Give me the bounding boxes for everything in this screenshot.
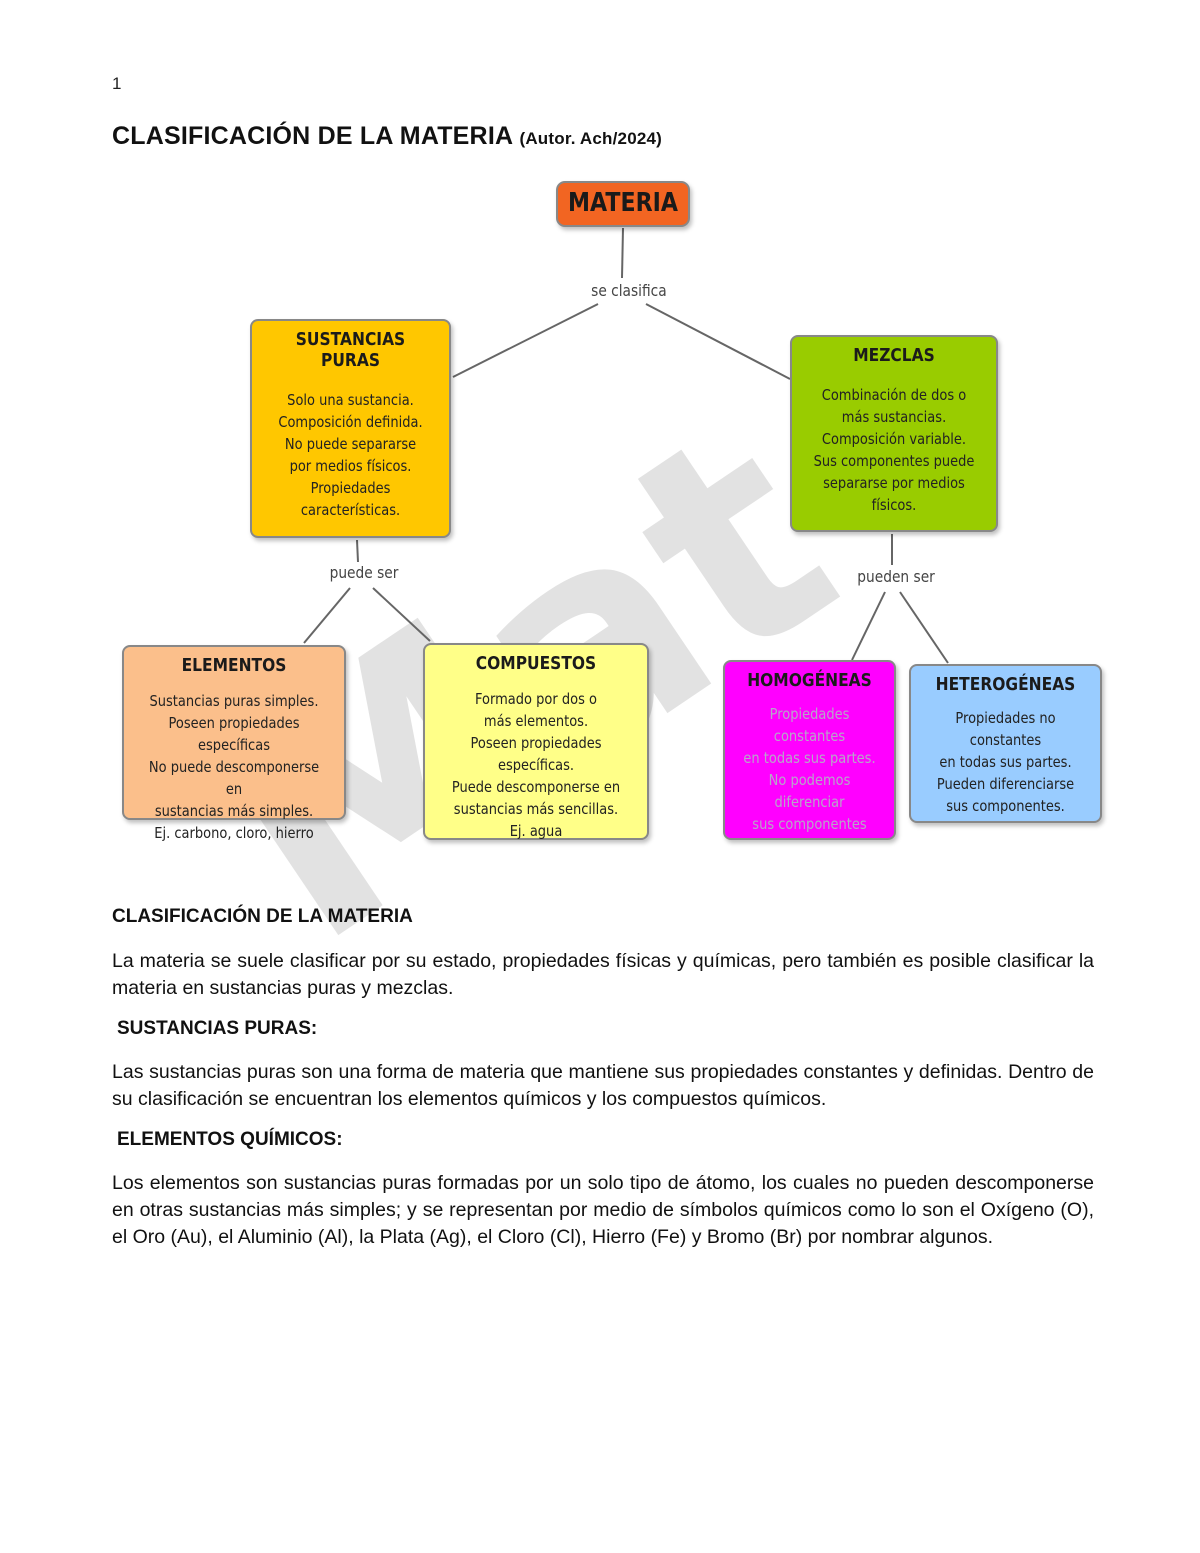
node-heterogeneas: HETEROGÉNEAS Propiedades no constantes e… <box>909 664 1102 823</box>
node-line: separarse por medios físicos. <box>823 474 965 514</box>
paragraph-sustancias-puras: Las sustancias puras son una forma de ma… <box>112 1061 1094 1110</box>
node-body: Sustancias puras simples. Poseen propied… <box>142 690 327 844</box>
connector-puras-label <box>356 539 359 563</box>
node-line: Pueden diferenciarse <box>936 775 1075 793</box>
connector-label-puras <box>452 303 599 378</box>
node-line: Sus componentes puede <box>813 452 975 470</box>
node-body: Solo una sustancia. Composición definida… <box>268 389 433 521</box>
node-line: Propiedades constantes <box>769 705 850 745</box>
node-title: COMPUESTOS <box>475 653 597 674</box>
connector-label-compuestos <box>372 587 431 642</box>
node-line: Propiedades no constantes <box>955 709 1056 749</box>
title-text: CLASIFICACIÓN DE LA MATERIA <box>112 122 513 150</box>
node-line: Composición variable. <box>821 430 967 448</box>
node-body: Propiedades constantes en todas sus part… <box>739 703 881 835</box>
node-sustancias-puras: SUSTANCIAS PURAS Solo una sustancia. Com… <box>250 319 451 538</box>
node-line: sustancias más sencillas. <box>453 800 619 818</box>
node-line: Solo una sustancia. <box>287 391 414 409</box>
node-line: Ej. carbono, cloro, hierro <box>154 824 314 842</box>
section-title-clasificacion: CLASIFICACIÓN DE LA MATERIA <box>112 906 413 927</box>
node-body: Formado por dos o más elementos. Poseen … <box>443 688 629 842</box>
document-title: CLASIFICACIÓN DE LA MATERIA (Autor. Ach/… <box>112 122 662 151</box>
node-line: sus componentes <box>752 815 867 833</box>
connector-label-mezclas <box>645 303 791 380</box>
connector-label-elementos <box>303 587 351 644</box>
section-title-elementos-quimicos: ELEMENTOS QUÍMICOS: <box>117 1129 343 1150</box>
node-body: Combinación de dos o más sustancias. Com… <box>808 384 979 516</box>
connector-label-heterogeneas <box>899 591 949 664</box>
title-author: (Autor. Ach/2024) <box>519 129 663 148</box>
node-title: ELEMENTOS <box>181 655 287 676</box>
node-line: Poseen propiedades específicas <box>168 714 300 754</box>
node-line: No podemos diferenciar <box>768 771 851 811</box>
node-line: No puede descomponerse en <box>148 758 320 798</box>
node-homogeneas: HOMOGÉNEAS Propiedades constantes en tod… <box>723 660 896 840</box>
node-line: Propiedades características. <box>300 479 401 519</box>
node-line: por medios físicos. <box>289 457 412 475</box>
node-line: Sustancias puras simples. <box>149 692 319 710</box>
node-elementos: ELEMENTOS Sustancias puras simples. Pose… <box>122 645 346 842</box>
section-title-sustancias-puras: SUSTANCIAS PURAS: <box>117 1018 318 1039</box>
node-line: Combinación de dos o <box>821 386 967 404</box>
link-label-puede-ser: puede ser <box>329 563 399 582</box>
node-materia-title: MATERIA <box>568 188 678 218</box>
page-number: 1 <box>112 74 122 93</box>
node-line: Puede descomponerse en <box>451 778 621 796</box>
node-line: sustancias más simples. <box>154 802 314 820</box>
node-materia: MATERIA <box>556 181 690 227</box>
node-body: Propiedades no constantes en todas sus p… <box>926 707 1085 817</box>
node-line: Composición definida. <box>278 413 423 431</box>
connector-label-homogeneas <box>851 591 886 661</box>
node-line: en todas sus partes. <box>939 753 1072 771</box>
node-title: MEZCLAS <box>853 345 935 366</box>
node-line: Ej. agua <box>509 822 563 840</box>
node-line: No puede separarse <box>284 435 417 453</box>
connector-materia-label <box>621 227 624 279</box>
node-title: SUSTANCIAS PURAS <box>295 329 406 371</box>
link-label-se-clasifica: se clasifica <box>591 281 667 300</box>
node-line: Formado por dos o <box>474 690 597 708</box>
node-line: en todas sus partes. <box>743 749 876 767</box>
node-line: Poseen propiedades específicas. <box>470 734 602 774</box>
node-title: HETEROGÉNEAS <box>935 674 1076 695</box>
node-mezclas: MEZCLAS Combinación de dos o más sustanc… <box>790 335 998 532</box>
node-compuestos: COMPUESTOS Formado por dos o más element… <box>423 643 649 840</box>
node-line: sus componentes. <box>946 797 1065 815</box>
paragraph-clasificacion: La materia se suele clasificar por su es… <box>112 950 1094 999</box>
node-line: más elementos. <box>483 712 589 730</box>
node-title: HOMOGÉNEAS <box>747 670 872 691</box>
node-line: más sustancias. <box>841 408 947 426</box>
paragraph-elementos-quimicos: Los elementos son sustancias puras forma… <box>112 1172 1094 1248</box>
link-label-pueden-ser: pueden ser <box>857 567 935 586</box>
